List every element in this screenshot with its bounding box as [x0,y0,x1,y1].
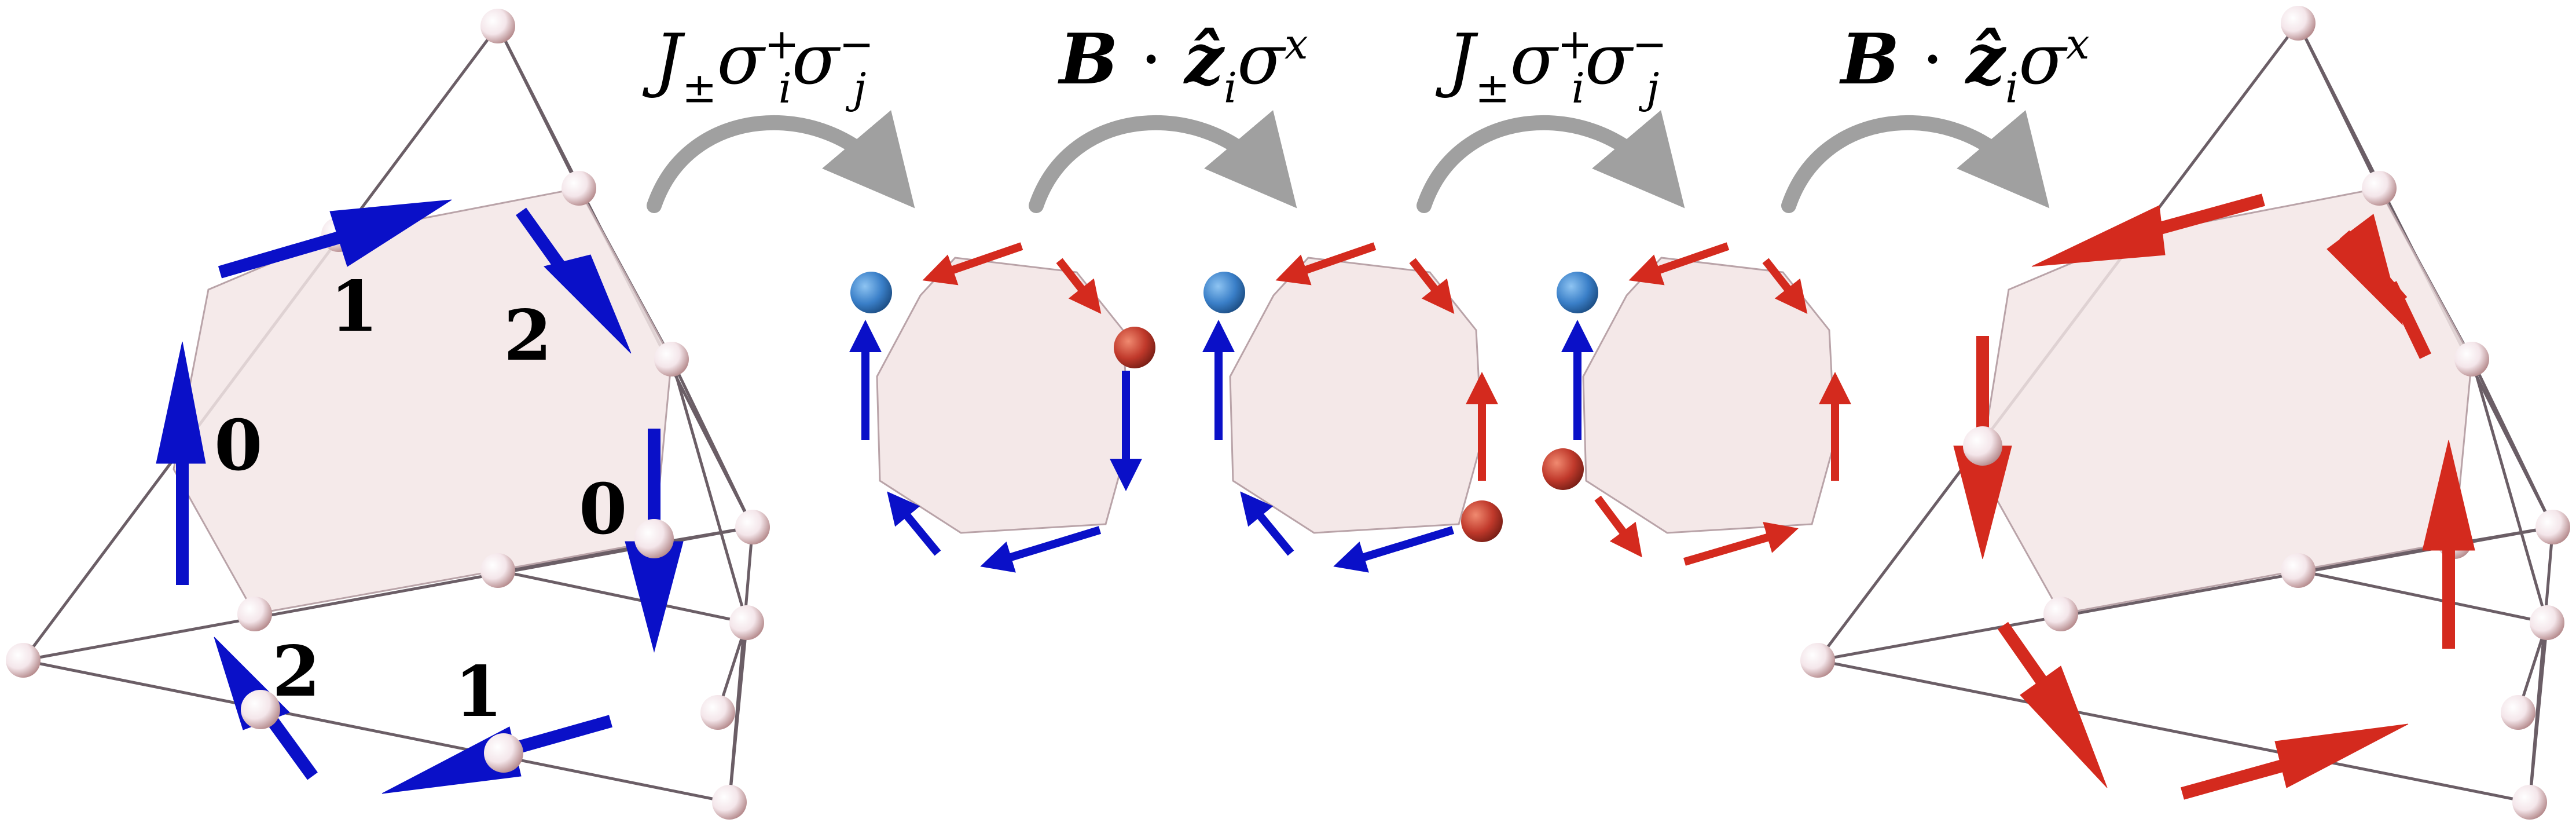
op2-sub: j [853,63,867,112]
op: σ [1237,20,1285,101]
red-site [1461,500,1503,542]
left-spin-arrows [156,199,684,794]
coef-sub: ± [1475,63,1510,112]
hexagon-state-1 [849,242,1155,573]
process-arrows [647,110,2050,213]
hop-label-2: J±σ+iσ−j [1447,20,1667,112]
left-lattice-sites [6,9,770,820]
process-arrow-4 [1781,110,2050,213]
coef: J [1447,20,1476,101]
sublattice-label: 2 [272,631,321,712]
op1-sup: + [764,20,799,68]
blue-site [1557,272,1598,313]
sublattice-label: 1 [330,266,379,348]
process-arrow-1 [647,110,915,213]
sublattice-label: 1 [454,651,503,733]
vec: B [1841,19,1900,101]
coef: J [654,20,682,101]
coef-sub: ± [682,63,717,112]
op2-sup: − [839,20,874,68]
op2-sub: j [1646,63,1660,112]
op1-sub: i [778,63,792,112]
sublattice-label: 2 [504,295,552,376]
unit: ẑ [1184,19,1224,101]
field-label-2: B · ẑiσx [1841,23,2090,109]
dot: · [1899,20,1966,101]
right-cluster [1800,6,2570,820]
op1-sup: + [1557,20,1592,68]
blue-site [1203,272,1245,313]
hexagon-state-3 [1542,242,1851,566]
process-arrow-3 [1417,110,1685,213]
process-arrow-2 [1029,110,1297,213]
hexagon-state-2 [1202,242,1503,573]
right-hexagon [1979,187,2473,615]
op1-sub: i [1571,63,1585,112]
unit: ẑ [1965,19,2006,101]
unit-sub: i [2005,63,2019,112]
op2: σ [791,20,839,101]
op-sup: x [2065,20,2090,68]
vec: B [1059,19,1118,101]
dot: · [1118,20,1184,101]
blue-site [850,272,892,313]
op2-sup: − [1632,20,1667,68]
op1: σ [717,20,765,101]
right-spin-arrows [1953,193,2475,800]
sublattice-label: 0 [214,405,263,487]
op: σ [2019,20,2066,101]
unit-sub: i [1224,63,1238,112]
field-label-1: B · ẑiσx [1059,23,1308,109]
left-cluster [6,9,770,820]
red-site [1542,448,1584,490]
op-sup: x [1284,20,1308,68]
op1: σ [1510,20,1558,101]
hop-label-1: J±σ+iσ−j [654,20,874,112]
op2: σ [1584,20,1632,101]
sublattice-label: 0 [579,469,628,550]
red-site [1114,327,1155,368]
